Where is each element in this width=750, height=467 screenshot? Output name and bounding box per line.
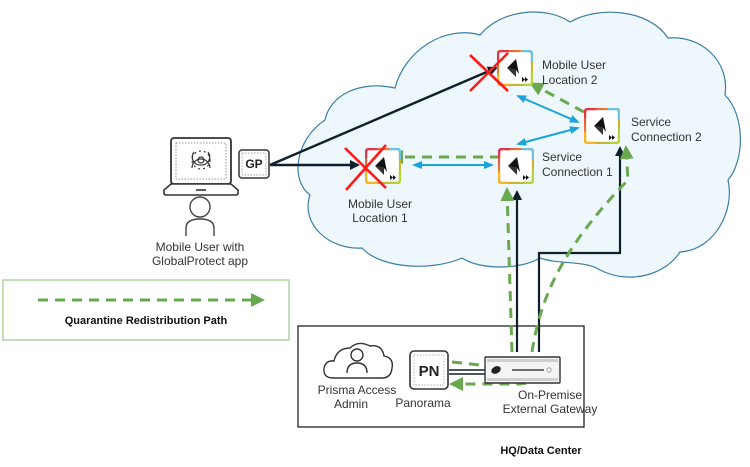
firewall-appliance-icon[interactable] <box>484 356 561 384</box>
gateway-label-line1: On-Premise <box>518 388 582 402</box>
mu-location-1-node[interactable] <box>365 148 401 184</box>
mu-location-1-label-line1: Mobile User <box>348 197 412 211</box>
quarantine-path-gateway-to-sc2 <box>530 145 634 353</box>
quarantine-path-gateway-to-panorama <box>449 376 561 391</box>
service-connection-2-node[interactable] <box>584 108 620 144</box>
cloud-admin-icon <box>323 342 394 379</box>
gateway-label-line2: External Gateway <box>503 402 598 416</box>
service-connection-2-label-line2: Connection 2 <box>631 130 702 144</box>
mobile-user-label-line1: Mobile User with <box>156 240 245 254</box>
gp-to-mu-location-2-link <box>269 66 498 167</box>
panorama-label: Panorama <box>395 396 451 410</box>
mu-location-2-label-line2: Location 2 <box>542 73 598 87</box>
service-connection-1-label-line2: Connection 1 <box>542 165 613 179</box>
prisma-admin-label-line2: Admin <box>334 397 368 411</box>
quarantine-path-sc2-to-mu2 <box>529 82 585 114</box>
gateway-to-sc2-link <box>537 146 625 352</box>
legend-box <box>2 279 290 341</box>
laptop-biohazard-icon <box>163 137 239 196</box>
globalprotect-badge[interactable]: GP <box>238 149 270 179</box>
service-connection-1-node[interactable] <box>498 148 534 184</box>
blocked-x-icon-mu2 <box>469 52 509 92</box>
gp-badge-label: GP <box>245 157 262 171</box>
panorama-badge[interactable]: PN <box>409 350 449 390</box>
prisma-admin-label-line1: Prisma Access <box>318 383 397 397</box>
user-icon <box>185 196 215 236</box>
mu-location-2-label-line1: Mobile User <box>542 58 606 72</box>
tunnel-mu2-sc2 <box>516 95 580 123</box>
service-connection-2-label-line1: Service <box>631 115 671 129</box>
mobile-user-label-line2: GlobalProtect app <box>152 254 248 268</box>
mu-location-1-label-line2: Location 1 <box>352 211 408 225</box>
hq-data-center-label: HQ/Data Center <box>500 445 582 457</box>
panorama-badge-label: PN <box>419 363 440 380</box>
service-connection-1-label-line1: Service <box>542 150 582 164</box>
blocked-x-icon-mu1 <box>344 144 387 191</box>
legend-label: Quarantine Redistribution Path <box>65 315 228 327</box>
tunnel-sc1-sc2 <box>516 126 580 146</box>
